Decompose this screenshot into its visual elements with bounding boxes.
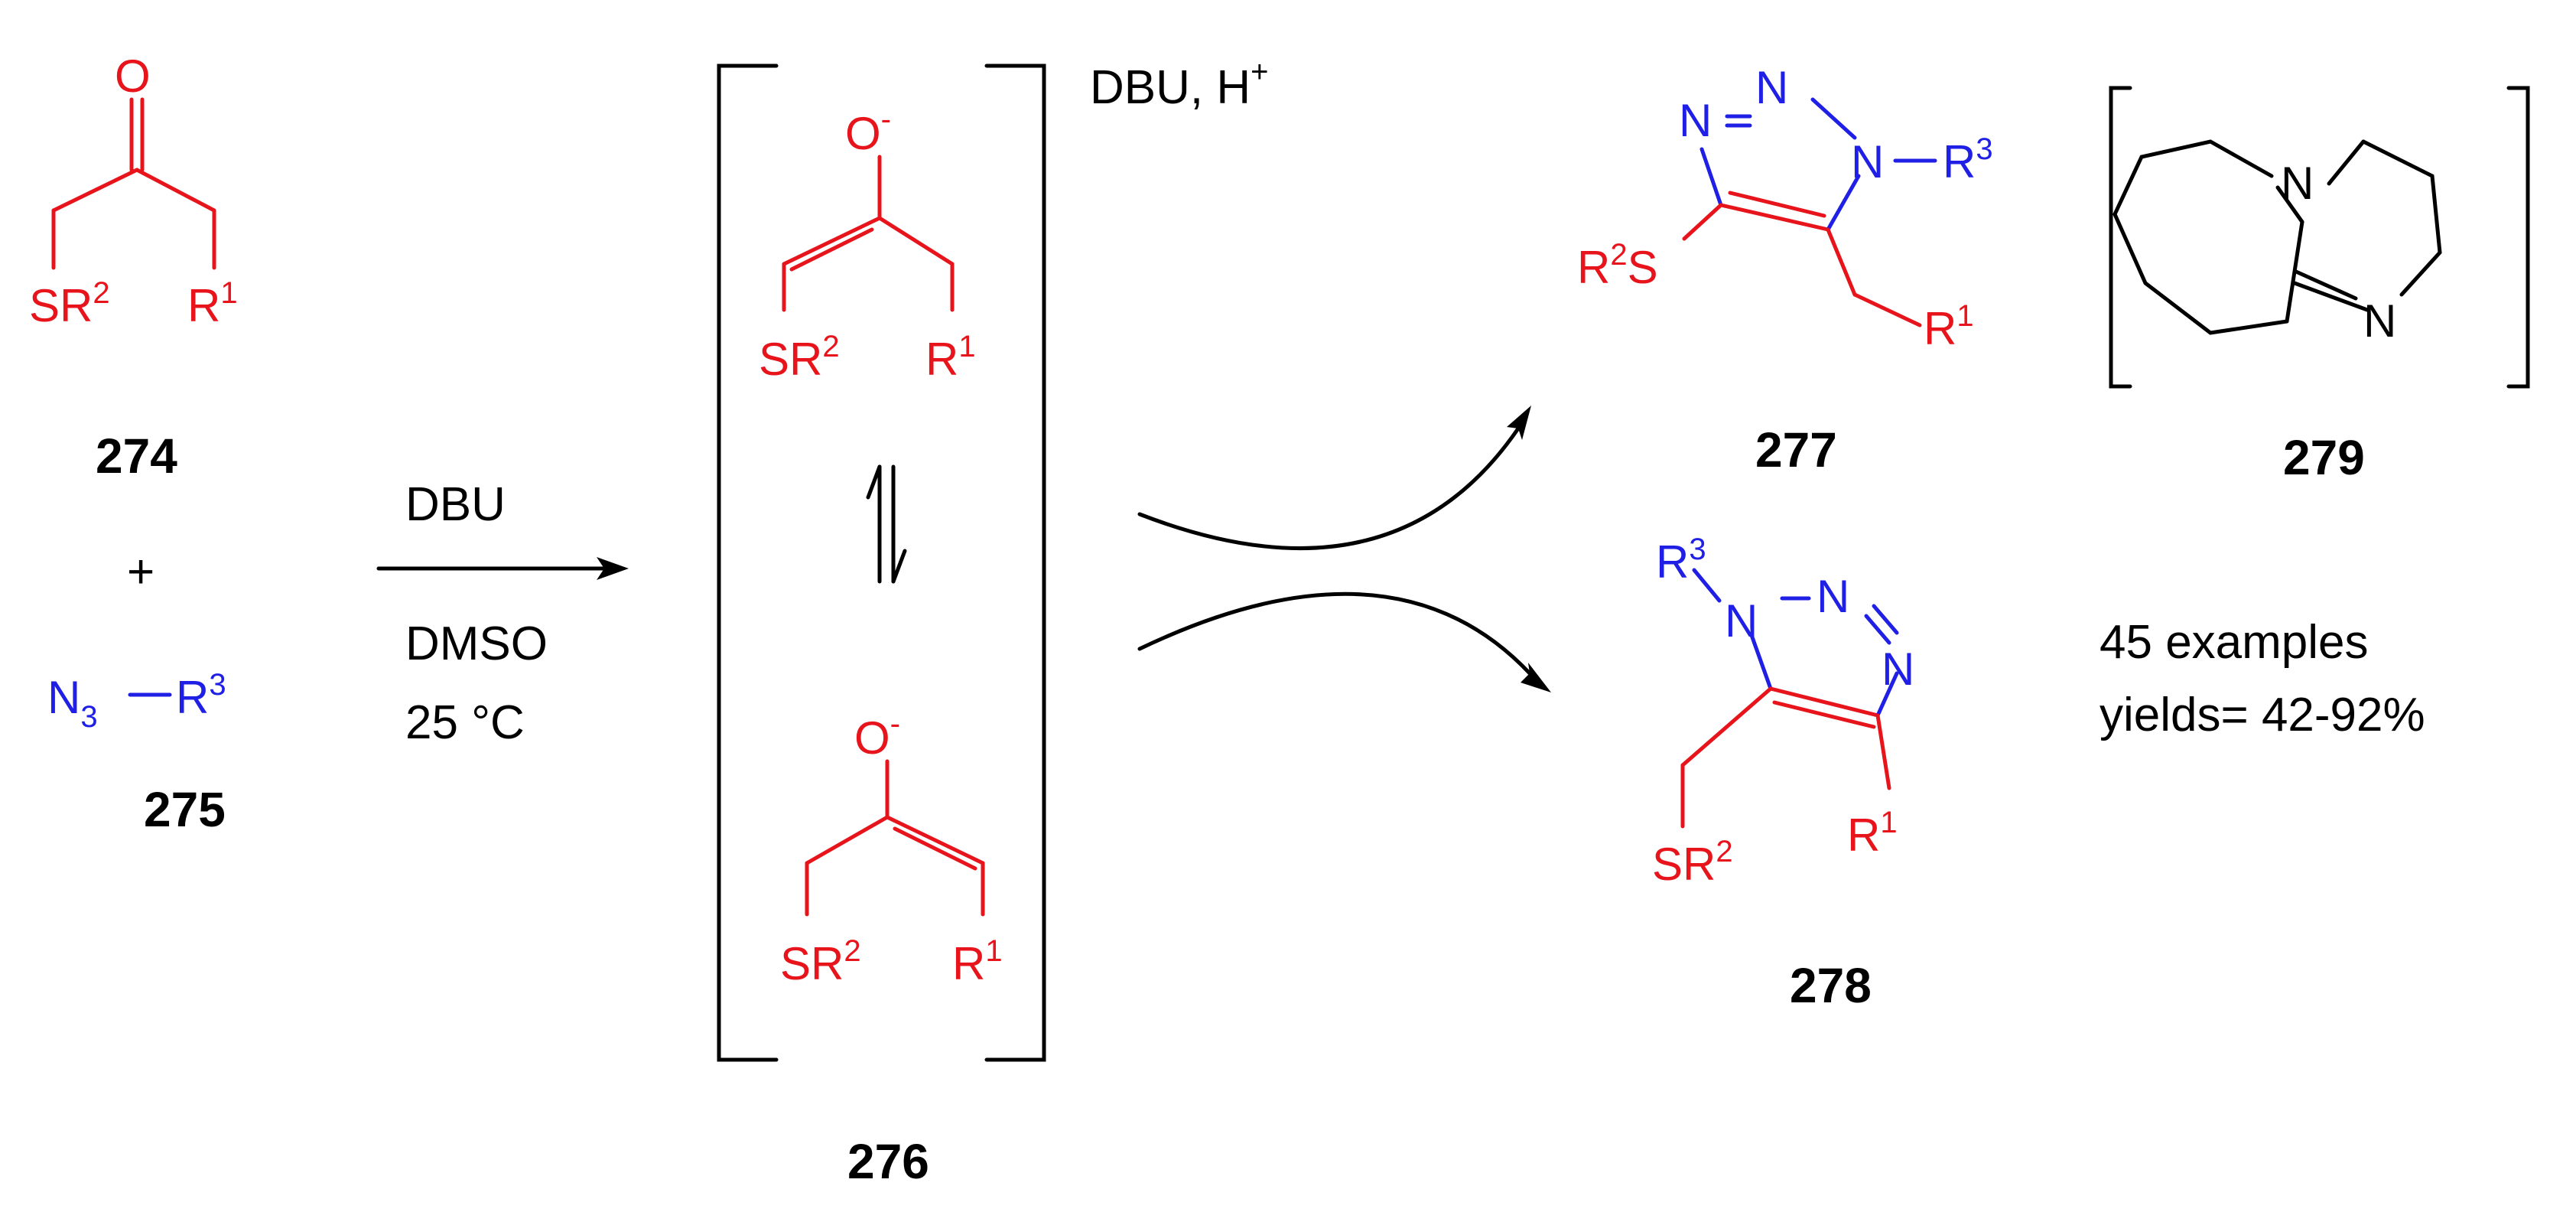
yield-range: yields= 42-92% (2100, 689, 2425, 741)
dbu-n1-label: N (2281, 158, 2314, 209)
curved-arrow-to-277 (1137, 406, 1531, 550)
reagent-label: DBU (405, 478, 506, 531)
triazole-278-n1: N (1725, 595, 1758, 647)
reaction-arrow (376, 557, 629, 580)
equilibrium-arrows (866, 464, 907, 584)
thioether-label-278: SR2 (1652, 835, 1733, 890)
r1-label-278: R1 (1847, 806, 1898, 861)
r1-label-top: R1 (925, 330, 976, 385)
compound-number-275: 275 (144, 782, 226, 837)
compound-number-278: 278 (1790, 958, 1872, 1013)
r1-label-274: R1 (187, 276, 238, 331)
plus-sign: + (127, 546, 154, 598)
triazole-277-n2: N (1755, 62, 1788, 113)
compound-277-structure: N N N R3 R2S R1 (1577, 62, 1993, 354)
thioether-label-274: SR2 (29, 276, 110, 331)
compound-number-276: 276 (847, 1134, 929, 1189)
r1-label-277: R1 (1924, 299, 1974, 354)
r3-label-277: R3 (1943, 132, 1993, 187)
compound-275-structure: N3 R3 (47, 668, 226, 734)
second-step-conditions: DBU, H+ (1090, 55, 1269, 114)
examples-count: 45 examples (2100, 616, 2369, 669)
thioether-label-277: R2S (1577, 238, 1658, 293)
enolate-oxygen-top: O- (845, 103, 891, 159)
enolate-bottom-structure: O- SR2 R1 (780, 707, 1003, 989)
enolate-top-structure: O- SR2 R1 (759, 103, 976, 385)
dbu-n2-label: N (2363, 295, 2396, 347)
carbonyl-oxygen-label: O (115, 50, 151, 102)
r3-label-278: R3 (1656, 533, 1706, 588)
solvent-label: DMSO (405, 617, 548, 670)
thioether-label-bottom: SR2 (780, 934, 861, 989)
triazole-277-n1: N (1851, 136, 1884, 187)
compound-number-277: 277 (1755, 422, 1837, 477)
compound-274-structure: O SR2 R1 (29, 50, 238, 331)
compound-number-279: 279 (2283, 430, 2365, 485)
enolate-oxygen-bottom: O- (854, 707, 900, 764)
compound-278-structure: R3 N N N SR2 R1 (1652, 533, 1914, 890)
compound-279-structure: N N (2113, 139, 2442, 347)
r1-label-bottom: R1 (952, 934, 1003, 989)
bracket-276 (717, 64, 1046, 1062)
triazole-277-n3: N (1679, 95, 1712, 146)
temperature-label: 25 °C (405, 696, 525, 749)
compound-number-274: 274 (96, 428, 177, 484)
azide-label: N3 (47, 672, 98, 734)
triazole-278-n3: N (1882, 643, 1914, 695)
bracket-279 (2109, 86, 2530, 389)
r3-label-275: R3 (176, 668, 226, 723)
curved-arrow-to-278 (1137, 591, 1551, 692)
thioether-label-top: SR2 (759, 330, 840, 385)
triazole-278-n2: N (1817, 571, 1849, 622)
